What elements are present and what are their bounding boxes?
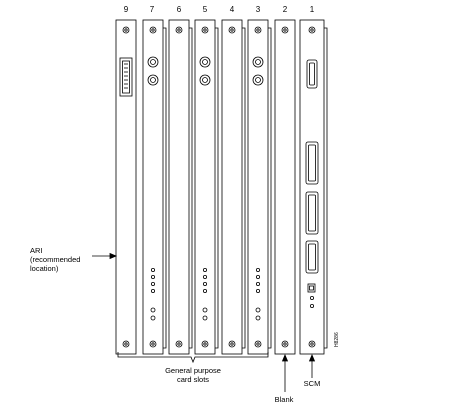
slot-number-1: 1 (310, 5, 315, 14)
db-connector-bottom (305, 240, 319, 274)
card-slot-4 (221, 19, 246, 355)
slot-number-5: 5 (203, 5, 208, 14)
ari-label-line1: ARI (30, 246, 43, 255)
ari-label-line3: location) (30, 264, 59, 273)
slot-number-9: 9 (124, 5, 129, 14)
blank-label: Blank (275, 395, 294, 404)
db-connector-top (306, 59, 318, 89)
figure-id: H8286 (334, 332, 340, 347)
card-slot-2-blank (274, 19, 296, 355)
ari-label-line2: (recommended (30, 255, 80, 264)
slot-number-labels: 9 7 6 5 4 3 2 1 (124, 5, 315, 14)
card-slot-9-ari (115, 19, 137, 355)
db25-connector (119, 57, 133, 97)
scm-callout-arrow (308, 353, 316, 378)
ari-callout-arrow (92, 252, 118, 260)
blank-callout-arrow (281, 353, 289, 392)
card-slot-6 (168, 19, 193, 355)
slot-number-6: 6 (177, 5, 182, 14)
slot-number-4: 4 (230, 5, 235, 14)
scm-switch (307, 283, 316, 293)
card-slot-1-scm (299, 19, 328, 355)
slot-number-7: 7 (150, 5, 155, 14)
general-purpose-label-line1: General purpose (165, 366, 221, 375)
card-slot-3 (247, 19, 272, 355)
slot-number-2: 2 (283, 5, 288, 14)
card-slot-7 (142, 19, 167, 355)
db-connector-middle-1 (305, 141, 319, 185)
general-purpose-label-line2: card slots (177, 375, 209, 384)
db-connector-middle-2 (305, 191, 319, 235)
general-purpose-brace (117, 352, 269, 364)
card-slot-5 (194, 19, 219, 355)
slot-number-3: 3 (256, 5, 261, 14)
scm-label: SCM (304, 379, 321, 388)
